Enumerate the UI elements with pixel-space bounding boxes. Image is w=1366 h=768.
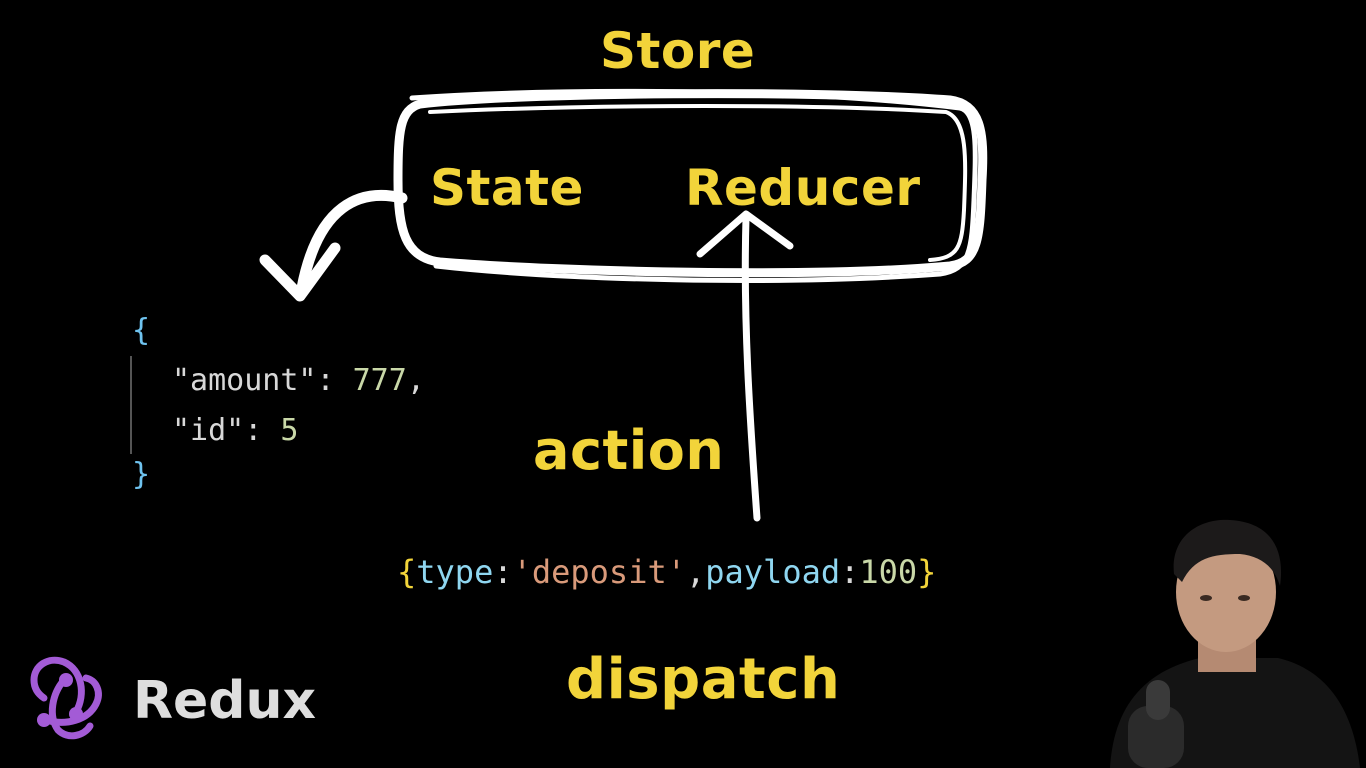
presenter-webcam-image [1110, 519, 1360, 768]
state-json-id-line: "id": 5 [172, 416, 298, 446]
json-comma: , [406, 363, 425, 398]
json-separator: : [316, 363, 353, 398]
state-label: State [430, 159, 584, 217]
action-payload-key: payload [705, 553, 841, 591]
arrow-store-to-state-icon [259, 189, 408, 302]
store-title: Store [600, 22, 756, 80]
json-value-amount: 777 [352, 363, 407, 398]
json-key-id: "id" [172, 413, 245, 448]
state-json-open-brace: { [132, 313, 151, 348]
action-payload-value: 100 [859, 553, 918, 591]
action-close-brace: } [917, 553, 937, 591]
reducer-label: Reducer [685, 159, 921, 217]
state-json-indent-guide [130, 356, 132, 454]
action-comma: , [685, 553, 706, 591]
json-separator: : [244, 413, 281, 448]
action-object-code: {type:'deposit',payload:100} [397, 556, 936, 588]
action-open-brace: { [397, 553, 417, 591]
json-key-amount: "amount" [172, 363, 317, 398]
action-label: action [533, 419, 725, 482]
dispatch-label: dispatch [566, 647, 841, 712]
state-json-amount-line: "amount": 777, [172, 366, 425, 396]
action-type-key: type [416, 553, 494, 591]
redux-wordmark: Redux [133, 671, 317, 731]
state-json-close-brace: } [132, 457, 151, 492]
action-colon: : [840, 553, 860, 591]
json-value-id: 5 [280, 413, 299, 448]
redux-logo-icon [30, 656, 102, 740]
action-colon: : [493, 553, 513, 591]
action-type-value: 'deposit' [512, 553, 686, 591]
